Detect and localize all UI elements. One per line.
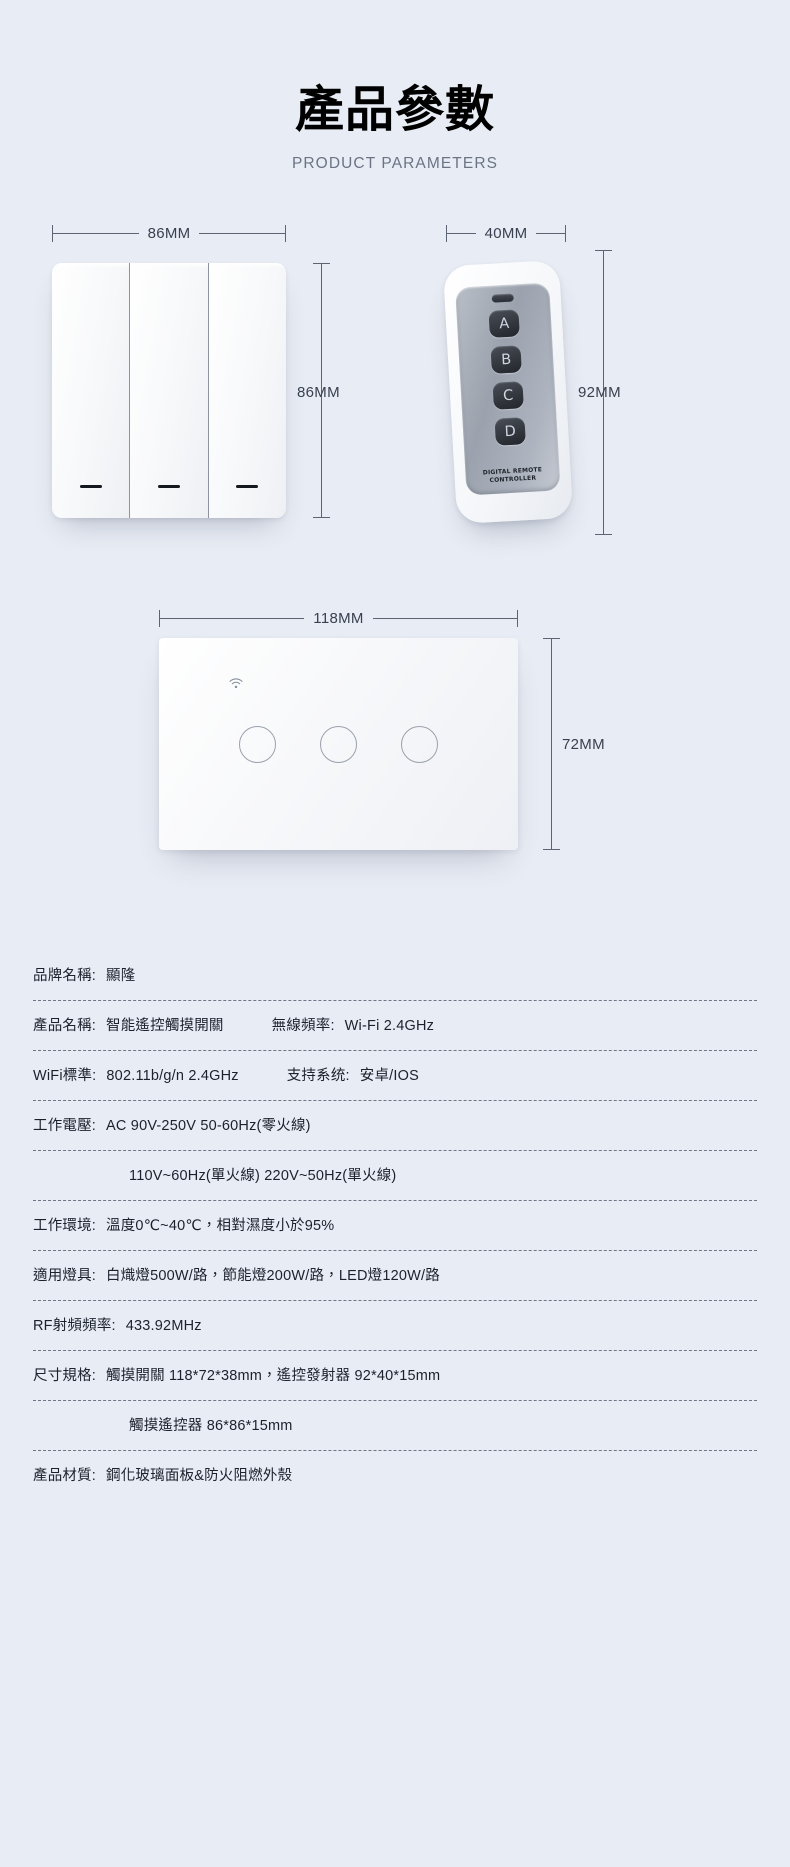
dimension-cap-bottom — [594, 534, 612, 535]
dimension-cap-left — [159, 609, 160, 627]
spec-label: 工作環境: — [33, 1218, 97, 1234]
touch-button-2 — [320, 726, 357, 763]
spec-value: 802.11b/g/n 2.4GHz — [106, 1068, 239, 1084]
spec-label: 品牌名稱: — [33, 968, 97, 984]
dimension-cap-right — [285, 224, 286, 242]
dimension-cap-left — [52, 224, 53, 242]
dimension-cap-bottom — [542, 849, 560, 850]
spec-label: 產品名稱: — [33, 1018, 97, 1034]
mechanical-switch-image — [52, 263, 286, 518]
spec-label: 尺寸規格: — [33, 1368, 97, 1384]
table-row: 尺寸規格: 觸摸開關 118*72*38mm，遙控發射器 92*40*15mm — [33, 1350, 757, 1400]
mech-switch-width-dimension: 86MM — [52, 222, 286, 244]
touch-panel-height-label: 72MM — [562, 736, 605, 753]
spec-label: 工作電壓: — [33, 1118, 97, 1134]
table-row: 產品材質: 鋼化玻璃面板&防火阻燃外殼 — [33, 1450, 757, 1500]
spec-value: AC 90V-250V 50-60Hz(零火線) — [106, 1118, 311, 1134]
page-title: 產品參數 — [294, 83, 495, 137]
rocker-switch-2 — [130, 263, 209, 518]
remote-button-d: D — [494, 417, 526, 446]
wifi-icon — [229, 678, 243, 689]
touch-panel-height-dimension — [540, 638, 562, 850]
page-subtitle: PRODUCT PARAMETERS — [291, 154, 499, 172]
table-row: 適用燈具: 白熾燈500W/路，節能燈200W/路，LED燈120W/路 — [33, 1250, 757, 1300]
dimension-rule — [447, 232, 476, 234]
touch-panel-width-dimension: 118MM — [159, 607, 518, 629]
spec-value-secondary: Wi-Fi 2.4GHz — [344, 1018, 435, 1034]
rocker-switch-1 — [52, 263, 131, 518]
dimension-rule — [536, 232, 565, 234]
spec-label: WiFi標準: — [33, 1068, 97, 1084]
remote-led-icon — [491, 293, 514, 303]
dimension-cap-right — [517, 609, 518, 627]
spec-value: 溫度0℃~40℃，相對濕度小於95% — [106, 1218, 335, 1234]
spec-label-secondary: 支持系统: — [286, 1068, 350, 1084]
rocker-indicator-icon — [79, 484, 102, 488]
dimension-cap-top — [542, 638, 560, 639]
rocker-switch-3 — [208, 263, 286, 518]
dimension-cap-top — [312, 263, 330, 264]
remote-height-dimension — [592, 250, 614, 535]
rocker-indicator-icon — [157, 484, 180, 488]
dimension-cap-right — [565, 224, 566, 242]
table-row: 工作電壓: AC 90V-250V 50-60Hz(零火線) — [33, 1100, 757, 1150]
remote-faceplate: A B C D DIGITAL REMOTE CONTROLLER — [455, 282, 561, 496]
specification-table: 品牌名稱: 顯隆 產品名稱: 智能遙控觸摸開關 無線頻率: Wi-Fi 2.4G… — [33, 960, 757, 1500]
mech-switch-height-label: 86MM — [297, 384, 340, 401]
dimension-rule — [550, 639, 552, 849]
spec-label-secondary: 無線頻率: — [271, 1018, 335, 1034]
touch-panel-width-label: 118MM — [313, 609, 364, 627]
table-row: 工作環境: 溫度0℃~40℃，相對濕度小於95% — [33, 1200, 757, 1250]
mech-switch-width-label: 86MM — [147, 224, 191, 242]
spec-value: 白熾燈500W/路，節能燈200W/路，LED燈120W/路 — [106, 1268, 440, 1284]
spec-value: 110V~60Hz(單火線) 220V~50Hz(單火線) — [129, 1168, 397, 1184]
spec-value: 觸摸開關 118*72*38mm，遙控發射器 92*40*15mm — [106, 1368, 441, 1384]
touch-panel-image — [159, 638, 518, 850]
spec-value: 433.92MHz — [125, 1318, 202, 1334]
rocker-indicator-icon — [236, 484, 259, 488]
touch-button-3 — [401, 726, 438, 763]
table-row: 品牌名稱: 顯隆 — [33, 960, 757, 1000]
touch-button-1 — [239, 726, 276, 763]
spec-label: 適用燈具: — [33, 1268, 97, 1284]
spec-value: 智能遙控觸摸開關 — [106, 1018, 224, 1034]
dimension-cap-left — [446, 224, 447, 242]
spec-label: RF射頻頻率: — [33, 1318, 116, 1334]
page-header: 產品參數 PRODUCT PARAMETERS — [0, 84, 790, 173]
spec-value: 顯隆 — [106, 968, 136, 984]
remote-width-label: 40MM — [484, 224, 528, 242]
remote-width-dimension: 40MM — [446, 222, 566, 244]
remote-button-b: B — [490, 345, 522, 374]
dimension-rule — [199, 232, 285, 234]
remote-brand-text: DIGITAL REMOTE CONTROLLER — [465, 465, 560, 486]
mech-switch-height-dimension — [310, 263, 332, 518]
remote-control-image: A B C D DIGITAL REMOTE CONTROLLER — [442, 259, 574, 525]
table-row: 產品名稱: 智能遙控觸摸開關 無線頻率: Wi-Fi 2.4GHz — [33, 1000, 757, 1050]
remote-button-a: A — [488, 309, 520, 338]
dimension-rule — [320, 264, 322, 517]
remote-button-c: C — [492, 381, 524, 410]
dimension-rule — [160, 617, 305, 619]
dimension-cap-bottom — [312, 517, 330, 518]
table-row: WiFi標準: 802.11b/g/n 2.4GHz 支持系统: 安卓/IOS — [33, 1050, 757, 1100]
spec-value-secondary: 安卓/IOS — [359, 1068, 419, 1084]
dimension-rule — [602, 251, 604, 534]
spec-value: 觸摸遙控器 86*86*15mm — [129, 1418, 293, 1434]
remote-height-label: 92MM — [578, 384, 621, 401]
table-row: RF射頻頻率: 433.92MHz — [33, 1300, 757, 1350]
dimension-rule — [372, 617, 517, 619]
dimension-rule — [53, 232, 139, 234]
spec-value: 鋼化玻璃面板&防火阻燃外殼 — [106, 1468, 293, 1484]
table-row: 觸摸遙控器 86*86*15mm — [33, 1400, 757, 1450]
dimension-cap-top — [594, 250, 612, 251]
spec-label: 產品材質: — [33, 1468, 97, 1484]
table-row: 110V~60Hz(單火線) 220V~50Hz(單火線) — [33, 1150, 757, 1200]
touch-button-group — [159, 726, 518, 763]
